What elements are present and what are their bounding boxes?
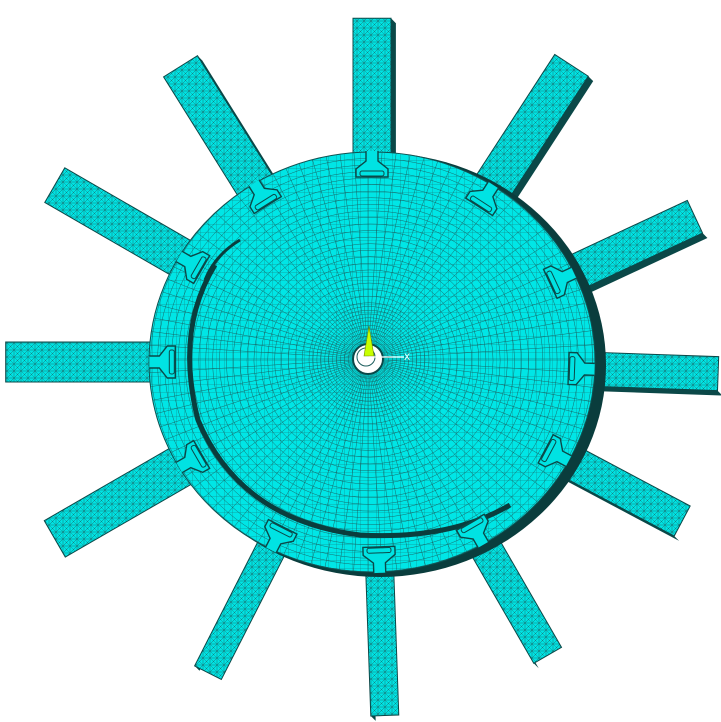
mesh-radial-line	[350, 374, 368, 572]
mesh-radial-line	[379, 182, 553, 348]
mesh-radial-line	[372, 374, 452, 572]
mesh-radial-line	[379, 193, 564, 349]
triad-y-arrow	[363, 325, 375, 357]
mesh-radial-line	[378, 170, 540, 348]
dovetail-slot	[355, 151, 389, 178]
mesh-radial-line	[172, 369, 357, 525]
mesh-radial-line	[268, 373, 363, 572]
mesh-radial-line	[350, 152, 368, 344]
turbine-blade[interactable]	[162, 54, 276, 201]
blade-side-face	[506, 76, 594, 207]
mesh-ring-line	[205, 204, 536, 519]
triad-x-label: X	[404, 353, 410, 363]
mesh-radial-line	[161, 368, 356, 512]
mesh-radial-line	[383, 342, 595, 359]
blade-side-face	[391, 18, 396, 164]
dovetail-slot	[149, 345, 177, 379]
mesh-radial-line	[149, 363, 353, 440]
mesh-radial-line	[149, 361, 353, 408]
mesh-radial-line	[149, 360, 353, 392]
disk-groove-top	[203, 238, 241, 281]
mesh-radial-line	[284, 374, 364, 572]
mesh-radial-line	[382, 364, 595, 455]
turbine-blade[interactable]	[193, 536, 288, 681]
mesh-radial-line	[369, 152, 403, 344]
mesh-ring-line	[226, 223, 515, 498]
blade-side-face	[555, 472, 680, 541]
mesh-radial-line	[383, 362, 595, 424]
mesh-radial-line	[368, 152, 386, 344]
mesh-radial-line	[381, 366, 594, 485]
disk-inner-groove	[187, 263, 512, 539]
turbine-blade[interactable]	[587, 351, 720, 392]
mesh-radial-line	[383, 361, 595, 408]
mesh-radial-line	[376, 372, 513, 567]
blade-group	[5, 17, 721, 721]
dovetail-slot	[175, 439, 211, 474]
dovetail-slot	[264, 518, 298, 554]
turbine-blade[interactable]	[365, 564, 400, 717]
turbine-blade[interactable]	[43, 444, 196, 558]
mesh-radial-line	[333, 374, 367, 572]
mesh-ring-line	[281, 276, 458, 444]
mesh-radial-line	[381, 233, 594, 352]
dovetail-slot	[567, 351, 595, 386]
mesh-ring-line	[316, 310, 422, 410]
mesh-ring-line	[324, 317, 413, 402]
mesh-ring-line	[267, 263, 472, 458]
mesh-radial-line	[380, 206, 575, 350]
turbine-blade[interactable]	[352, 17, 392, 159]
mesh-ring-line	[320, 313, 418, 406]
dovetail-slot	[537, 433, 572, 468]
dovetail-slot	[362, 545, 396, 574]
dovetail-slot	[464, 181, 499, 217]
mesh-ring-line	[274, 269, 465, 451]
mesh-ring-line	[312, 306, 426, 414]
mesh-radial-line	[149, 362, 353, 424]
dovetail-slot	[175, 250, 211, 285]
mesh-radial-line	[317, 374, 366, 572]
mesh-radial-line	[183, 370, 357, 536]
turbine-blade[interactable]	[472, 53, 589, 203]
mesh-ring-line	[212, 210, 529, 512]
dovetail-slot	[542, 265, 577, 300]
mesh-ring-line	[184, 184, 558, 539]
mesh-radial-line	[149, 365, 354, 470]
mesh-radial-line	[369, 374, 403, 572]
mesh-ring-line	[246, 243, 494, 478]
mesh-ring-line	[253, 250, 487, 471]
blade-root-slots	[149, 151, 595, 574]
mesh-ring-line	[332, 325, 405, 394]
mesh-radial-line	[149, 364, 354, 455]
mesh-radial-line	[151, 367, 355, 499]
mesh-ring-line	[219, 217, 522, 505]
mesh-radial-line	[381, 219, 585, 351]
mesh-ring-line	[198, 197, 544, 525]
blade-side-face	[575, 233, 708, 298]
mesh-ring-line	[288, 282, 451, 438]
mesh-ring-line	[260, 256, 480, 465]
mesh-ring-line	[177, 177, 565, 545]
mesh-radial-line	[383, 363, 595, 440]
mesh-ring-line	[308, 302, 430, 417]
turbine-blade[interactable]	[5, 341, 157, 383]
mesh-ring-line	[239, 236, 501, 485]
mesh-radial-line	[383, 360, 595, 392]
turbine-blade[interactable]	[44, 167, 196, 279]
mesh-ring-line	[233, 230, 508, 492]
mesh-radial-line	[300, 374, 365, 572]
mesh-ring-line	[328, 321, 409, 398]
mesh-radial-line	[370, 374, 419, 572]
axis-triad-icon: X	[363, 325, 410, 363]
blade-side-face	[587, 386, 721, 396]
mesh-radial-line	[371, 374, 436, 572]
dovetail-slot	[248, 179, 283, 215]
mesh-ring-line	[301, 295, 437, 424]
dovetail-slot	[455, 513, 490, 549]
mesh-radial-line	[333, 152, 367, 344]
mesh-radial-line	[237, 372, 361, 572]
mesh-ring-line	[295, 289, 444, 431]
